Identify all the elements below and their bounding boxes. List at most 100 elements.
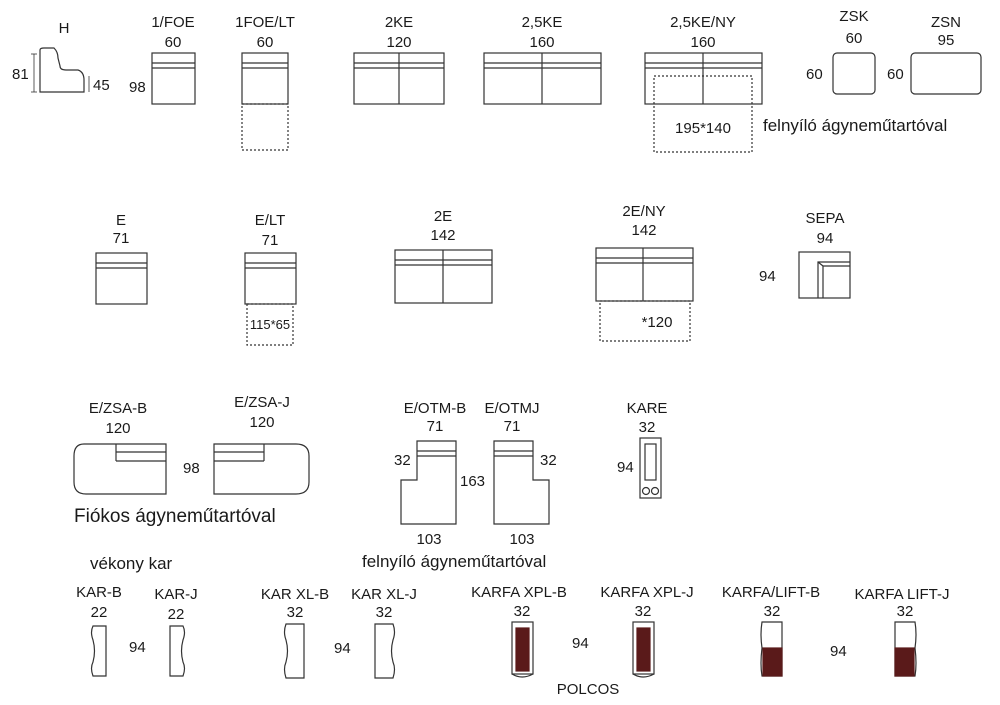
note-drawer-storage: Fiókos ágyneműtartóval bbox=[74, 506, 276, 527]
module-h-seat: 45 bbox=[93, 77, 110, 94]
module-1foe-width: 60 bbox=[164, 34, 182, 51]
module-e-otmj-drawing bbox=[493, 440, 550, 525]
module-1foe-lt-code: 1FOE/LT bbox=[235, 14, 295, 31]
module-e-zsa-depth: 98 bbox=[183, 460, 200, 477]
module-e-drawing bbox=[95, 252, 148, 305]
module-2ke-width: 120 bbox=[386, 34, 412, 51]
module-e-lt-drawing bbox=[244, 252, 297, 346]
arm-kar-depth: 94 bbox=[129, 639, 146, 656]
module-sepa-code: SEPA bbox=[805, 210, 845, 227]
module-25ke-ny-width: 160 bbox=[690, 34, 716, 51]
arm-kar-xl-b-drawing bbox=[283, 623, 305, 679]
module-e-otmj-code: E/OTMJ bbox=[484, 400, 540, 417]
arm-kar-j-drawing bbox=[169, 625, 186, 677]
module-1foe-drawing bbox=[151, 52, 196, 105]
module-2e-width: 142 bbox=[430, 227, 456, 244]
module-e-otm-b-arm: 32 bbox=[394, 452, 411, 469]
module-sepa-depth: 94 bbox=[759, 268, 776, 285]
module-e-zsa-j-drawing bbox=[213, 443, 310, 495]
module-2e-ny-drawing bbox=[595, 247, 694, 342]
module-e-otm-b-bottom: 103 bbox=[416, 531, 442, 548]
arm-karfa-lift-b-code: KARFA/LIFT-B bbox=[721, 584, 821, 601]
module-e-lt-width: 71 bbox=[261, 232, 279, 249]
module-e-otmj-bottom: 103 bbox=[509, 531, 535, 548]
arm-kar-j-width: 22 bbox=[167, 606, 185, 623]
module-kare-code: KARE bbox=[626, 400, 668, 417]
arm-karfa-xpl-j-code: KARFA XPL-J bbox=[600, 584, 694, 601]
module-zsk-drawing bbox=[832, 52, 876, 95]
module-25ke-ny-code: 2,5KE/NY bbox=[670, 14, 736, 31]
arm-karfa-lift-j-drawing bbox=[894, 621, 917, 677]
module-e-code: E bbox=[115, 212, 127, 229]
module-25ke-code: 2,5KE bbox=[521, 14, 563, 31]
module-2e-ny-bed: *120 bbox=[641, 314, 673, 331]
module-e-zsa-b-width: 120 bbox=[105, 420, 131, 437]
arm-karfa-lift-j-width: 32 bbox=[896, 603, 914, 620]
module-e-otm-length: 163 bbox=[460, 473, 486, 490]
module-h-code: H bbox=[58, 20, 70, 37]
module-e-otm-b-width: 71 bbox=[426, 418, 444, 435]
module-2e-drawing bbox=[394, 249, 493, 304]
module-e-otm-b-drawing bbox=[400, 440, 457, 525]
arm-karfa-xpl-b-width: 32 bbox=[513, 603, 531, 620]
arm-kar-b-drawing bbox=[90, 625, 107, 677]
module-1foe-lt-drawing bbox=[241, 52, 289, 151]
module-e-lt-code: E/LT bbox=[254, 212, 286, 229]
module-e-zsa-b-drawing bbox=[73, 443, 167, 495]
arm-kar-xl-j-code: KAR XL-J bbox=[351, 586, 417, 603]
arm-karfa-xpl-b-drawing bbox=[511, 621, 534, 678]
module-1foe-lt-width: 60 bbox=[256, 34, 274, 51]
note-storage-top: felnyíló ágyneműtartóval bbox=[763, 116, 948, 135]
arm-karfa-xpl-j-width: 32 bbox=[634, 603, 652, 620]
module-e-width: 71 bbox=[112, 230, 130, 247]
module-sepa-drawing bbox=[798, 251, 851, 299]
arm-kar-b-width: 22 bbox=[90, 604, 108, 621]
arm-karfa-xpl-b-code: KARFA XPL-B bbox=[471, 584, 567, 601]
note-shelves: POLCOS bbox=[556, 681, 620, 698]
module-25ke-drawing bbox=[483, 52, 602, 105]
module-1foe-code: 1/FOE bbox=[151, 14, 195, 31]
arm-kar-xl-b-width: 32 bbox=[286, 604, 304, 621]
module-e-lt-bed: 115*65 bbox=[249, 317, 291, 332]
module-zsk-code: ZSK bbox=[839, 8, 869, 25]
module-25ke-ny-bed: 195*140 bbox=[675, 120, 731, 137]
arm-karfa-lift-j-code: KARFA LIFT-J bbox=[854, 586, 950, 603]
module-2e-ny-code: 2E/NY bbox=[622, 203, 666, 220]
module-2ke-drawing bbox=[353, 52, 445, 105]
module-25ke-ny-drawing bbox=[644, 52, 763, 153]
arm-kar-b-code: KAR-B bbox=[76, 584, 122, 601]
module-e-zsa-j-code: E/ZSA-J bbox=[234, 394, 290, 411]
arm-karfa-lift-depth: 94 bbox=[830, 643, 847, 660]
module-zsn-code: ZSN bbox=[931, 14, 961, 31]
module-zsn-width: 95 bbox=[937, 32, 955, 49]
module-2ke-code: 2KE bbox=[384, 14, 414, 31]
module-e-zsa-j-width: 120 bbox=[249, 414, 275, 431]
module-2e-ny-width: 142 bbox=[631, 222, 657, 239]
module-e-otmj-width: 71 bbox=[503, 418, 521, 435]
module-h-height: 81 bbox=[12, 66, 29, 83]
module-h-profile bbox=[31, 47, 90, 93]
module-zsk-width: 60 bbox=[845, 30, 863, 47]
module-zsn-drawing bbox=[910, 52, 982, 95]
module-25ke-width: 160 bbox=[529, 34, 555, 51]
arm-karfa-xpl-j-drawing bbox=[632, 621, 655, 678]
module-sepa-width: 94 bbox=[816, 230, 834, 247]
module-zsn-depth: 60 bbox=[887, 66, 904, 83]
arm-karfa-lift-b-drawing bbox=[760, 621, 783, 677]
note-thin-arm: vékony kar bbox=[90, 554, 173, 573]
arm-kar-xl-b-code: KAR XL-B bbox=[260, 586, 330, 603]
module-e-otm-b-code: E/OTM-B bbox=[403, 400, 467, 417]
module-1foe-depth: 98 bbox=[129, 79, 146, 96]
module-kare-drawing bbox=[639, 437, 662, 499]
module-zsk-depth: 60 bbox=[806, 66, 823, 83]
module-2e-code: 2E bbox=[433, 208, 453, 225]
arm-kar-xl-j-width: 32 bbox=[375, 604, 393, 621]
arm-karfa-xpl-depth: 94 bbox=[572, 635, 589, 652]
note-storage-otm: felnyíló ágyneműtartóval bbox=[362, 552, 547, 571]
module-kare-width: 32 bbox=[638, 419, 656, 436]
arm-kar-xl-j-drawing bbox=[374, 623, 396, 679]
module-e-otmj-arm: 32 bbox=[540, 452, 557, 469]
arm-karfa-lift-b-width: 32 bbox=[763, 603, 781, 620]
